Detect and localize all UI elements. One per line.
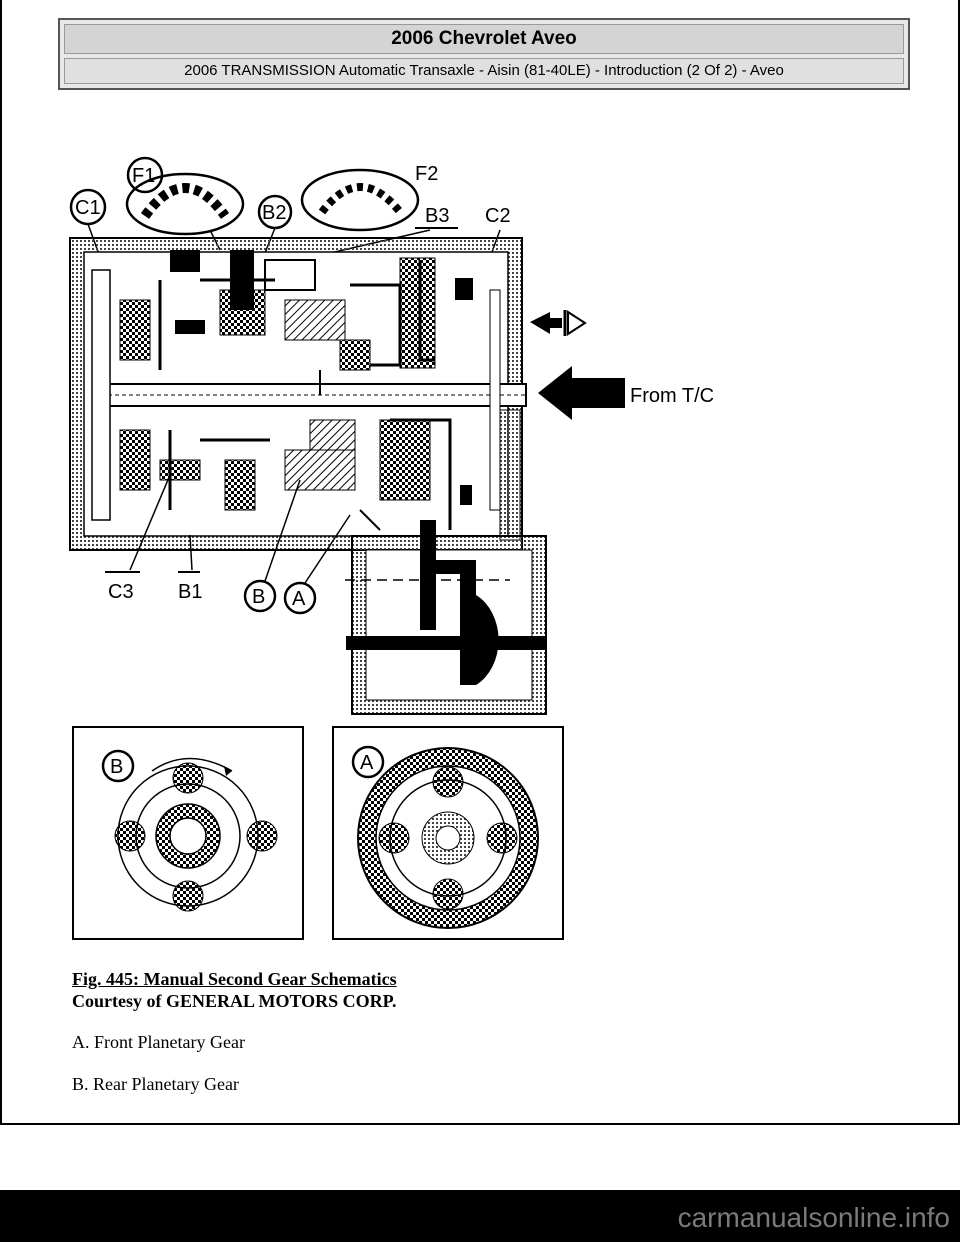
page-border-bottom <box>0 1123 960 1125</box>
figure-caption: Fig. 445: Manual Second Gear Schematics … <box>72 968 397 1012</box>
inset-label-b: B <box>110 756 123 778</box>
f1-one-way-clutch <box>125 172 245 236</box>
label-c1: C1 <box>75 197 101 219</box>
small-arrow-icon <box>530 310 587 336</box>
label-b3: B3 <box>425 205 449 227</box>
page-border-left <box>0 0 2 1125</box>
label-a: A <box>292 588 306 610</box>
rear-planetary-inset: B <box>72 726 304 940</box>
courtesy-line: Courtesy of GENERAL MOTORS CORP. <box>72 991 397 1011</box>
transmission-schematic: F1 F2 C1 B2 B3 C2 <box>69 156 714 715</box>
label-b2: B2 <box>262 202 286 224</box>
label-c2: C2 <box>485 205 511 227</box>
label-b: B <box>252 586 265 608</box>
input-arrow-icon <box>538 366 625 420</box>
label-f2: F2 <box>415 163 438 185</box>
f2-one-way-clutch <box>300 168 420 232</box>
watermark-bar: carmanualsonline.info <box>0 1190 960 1242</box>
inset-label-a: A <box>360 752 374 774</box>
legend-item-a: A. Front Planetary Gear <box>72 1032 245 1052</box>
label-c3: C3 <box>108 581 134 603</box>
label-from-tc: From T/C <box>630 385 714 407</box>
input-shaft <box>91 269 527 521</box>
header-title: 2006 Chevrolet Aveo <box>64 24 904 54</box>
label-b1: B1 <box>178 581 202 603</box>
front-planetary-inset: A <box>332 726 564 940</box>
document-header: 2006 Chevrolet Aveo 2006 TRANSMISSION Au… <box>58 18 910 90</box>
header-subtitle: 2006 TRANSMISSION Automatic Transaxle - … <box>64 58 904 84</box>
label-f1: F1 <box>132 165 155 187</box>
differential-housing <box>345 520 547 715</box>
figure-title: Fig. 445: Manual Second Gear Schematics <box>72 969 397 989</box>
legend-item-b: B. Rear Planetary Gear <box>72 1074 239 1094</box>
page-border-right <box>958 0 960 1125</box>
watermark-text: carmanualsonline.info <box>677 1202 950 1233</box>
